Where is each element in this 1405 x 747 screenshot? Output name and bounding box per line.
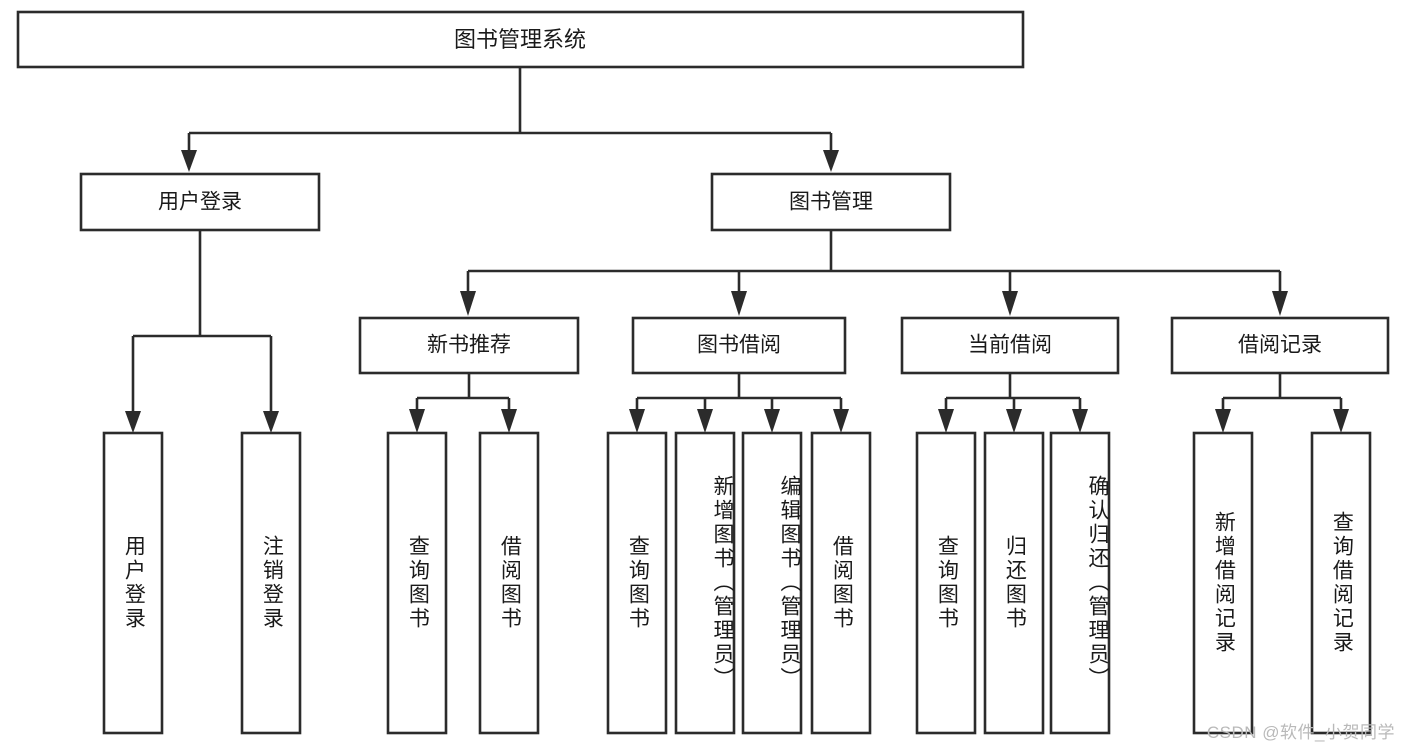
leaf-current-query-rect[interactable] (915, 431, 977, 735)
node-root-label: 图书管理系统 (454, 27, 586, 52)
leaf-current-confirm-rect[interactable] (1049, 431, 1111, 735)
node-new-book-recommend[interactable]: 新书推荐 (358, 316, 580, 375)
leaf-user-logout-rect[interactable] (240, 431, 302, 735)
arrow-head-icon (125, 411, 141, 433)
leaf-borrow-edit-rect[interactable] (741, 431, 803, 735)
node-current-borrow-label: 当前借阅 (968, 334, 1052, 357)
arrow-head-icon (1006, 409, 1022, 433)
arrow-head-icon (409, 409, 425, 433)
arrow-head-icon (697, 409, 713, 433)
connector-root-to-level2 (181, 67, 839, 172)
arrow-head-icon (823, 150, 839, 172)
node-new-book-recommend-label: 新书推荐 (427, 334, 511, 357)
watermark-text: CSDN @软件_小贺同学 (1206, 723, 1395, 742)
node-current-borrow[interactable]: 当前借阅 (900, 316, 1120, 375)
connector-user-login-to-leaves (125, 230, 279, 433)
leaf-borrow-query-rect[interactable] (606, 431, 668, 735)
connector-book-borrow-to-leaves (629, 373, 849, 433)
arrow-head-icon (460, 291, 476, 316)
arrow-head-icon (764, 409, 780, 433)
connector-book-management-to-level3 (460, 230, 1288, 316)
connector-borrow-record-to-leaves (1215, 373, 1349, 433)
arrow-head-icon (731, 291, 747, 316)
leaf-newbook-borrow-rect[interactable] (478, 431, 540, 735)
arrow-head-icon (501, 409, 517, 433)
arrow-head-icon (1333, 409, 1349, 433)
node-book-borrow-label: 图书借阅 (697, 334, 781, 357)
leaf-record-query-rect[interactable] (1310, 431, 1372, 735)
node-borrow-record-label: 借阅记录 (1238, 334, 1322, 357)
leaf-borrow-add-rect[interactable] (674, 431, 736, 735)
node-book-borrow[interactable]: 图书借阅 (631, 316, 847, 375)
node-root-rect (16, 10, 1025, 69)
arrow-head-icon (1215, 409, 1231, 433)
arrow-head-icon (181, 150, 197, 172)
node-borrow-record[interactable]: 借阅记录 (1170, 316, 1390, 375)
node-user-login-rect (79, 172, 321, 232)
leaf-newbook-query-rect[interactable] (386, 431, 448, 735)
node-book-management-label: 图书管理 (789, 191, 873, 214)
node-book-management[interactable]: 图书管理 (710, 172, 952, 232)
node-user-login[interactable]: 用户登录 (79, 172, 321, 232)
node-new-book-recommend-rect (358, 316, 580, 375)
connector-current-borrow-to-leaves (938, 373, 1088, 433)
arrow-head-icon (1002, 291, 1018, 316)
arrow-head-icon (938, 409, 954, 433)
leaf-borrow-lend-rect[interactable] (810, 431, 872, 735)
arrow-head-icon (1072, 409, 1088, 433)
connector-new-book-to-leaves (409, 373, 517, 433)
node-current-borrow-rect (900, 316, 1120, 375)
leaf-record-add-rect[interactable] (1192, 431, 1254, 735)
arrow-head-icon (629, 409, 645, 433)
leaf-user-login-rect[interactable] (102, 431, 164, 735)
node-root[interactable]: 图书管理系统 (16, 10, 1025, 69)
leaf-current-return-rect[interactable] (983, 431, 1045, 735)
arrow-head-icon (263, 411, 279, 433)
arrow-head-icon (833, 409, 849, 433)
arrow-head-icon (1272, 291, 1288, 316)
node-user-login-label: 用户登录 (158, 191, 242, 214)
